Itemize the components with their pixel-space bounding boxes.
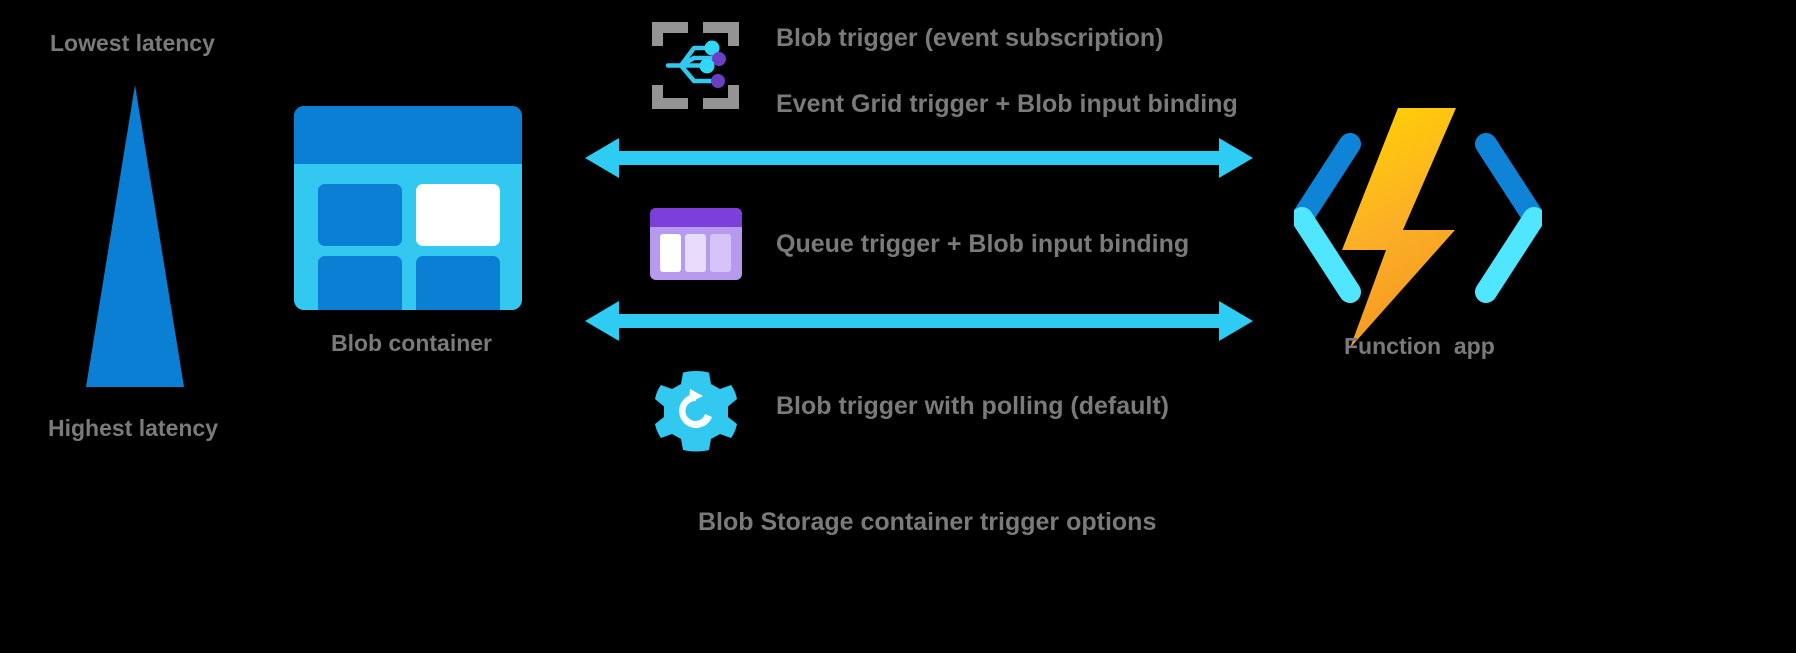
azure-functions-icon bbox=[1294, 108, 1542, 348]
gear-refresh-icon bbox=[655, 371, 737, 452]
row-label-queue-binding: Queue trigger + Blob input binding bbox=[776, 230, 1190, 258]
event-grid-icon bbox=[652, 22, 739, 109]
row-label-eventgrid-binding: Event Grid trigger + Blob input binding bbox=[776, 90, 1238, 118]
diagram-caption: Blob Storage container trigger options bbox=[698, 508, 1157, 536]
lowest-latency-label: Lowest latency bbox=[50, 30, 215, 56]
latency-triangle-icon bbox=[86, 85, 184, 387]
highest-latency-label: Highest latency bbox=[48, 415, 218, 441]
arrow-bottom-bidirectional bbox=[585, 301, 1253, 341]
row-label-blob-polling: Blob trigger with polling (default) bbox=[776, 392, 1170, 420]
blob-container-label: Blob container bbox=[331, 330, 493, 356]
blob-container-icon bbox=[294, 106, 522, 310]
arrow-top-bidirectional bbox=[585, 138, 1253, 178]
row-label-blob-event-subscription: Blob trigger (event subscription) bbox=[776, 24, 1164, 52]
function-app-label: Function app bbox=[1344, 333, 1495, 359]
queue-icon bbox=[650, 208, 742, 280]
